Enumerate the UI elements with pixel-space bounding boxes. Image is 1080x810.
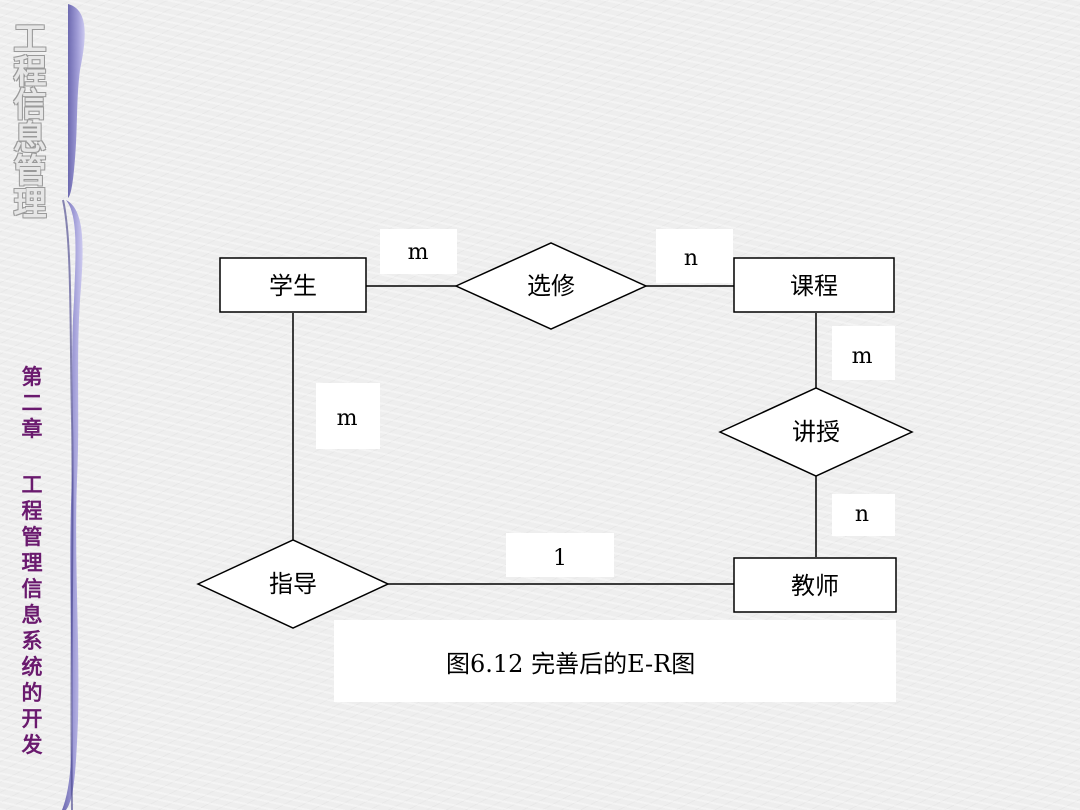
- relationship-advise-label: 指导: [269, 570, 317, 598]
- chapter-char: 系: [21, 628, 43, 653]
- cardinality-student-advise: m: [337, 406, 358, 431]
- title-char: 理: [13, 184, 47, 223]
- title-char: 工: [13, 19, 47, 58]
- card-bg: [316, 383, 380, 449]
- chapter-char: 章: [21, 416, 43, 441]
- relationship-teach: 讲授: [718, 387, 914, 477]
- card-bg: [832, 494, 895, 536]
- chapter-char: 理: [21, 550, 43, 575]
- entity-student: 学生: [219, 257, 367, 313]
- chapter-char: 第: [21, 364, 43, 389]
- title-char: 信: [13, 85, 47, 124]
- title-char: 程: [13, 52, 47, 91]
- sidebar-bar: [62, 4, 85, 810]
- relationship-advise: 指导: [196, 539, 390, 629]
- chapter-char: 管: [21, 524, 43, 549]
- entity-teacher: 教师: [733, 557, 897, 613]
- title-char: 息: [13, 118, 47, 157]
- chapter-char: 发: [21, 732, 43, 757]
- course-title-vertical: 工 程 信 息 管 理: [10, 22, 50, 220]
- title-char: 管: [13, 151, 47, 190]
- cardinality-enroll-course: n: [684, 246, 698, 271]
- chapter-title-vertical: 第 二 章 工 程 管 理 信 息 系 统 的 开 发: [12, 366, 52, 760]
- chapter-char: 程: [21, 498, 43, 523]
- chapter-char: 开: [21, 706, 43, 731]
- chapter-char: 二: [21, 390, 43, 415]
- cardinality-teach-teacher: n: [855, 502, 869, 527]
- card-bg: [380, 229, 457, 274]
- chapter-char: 信: [21, 576, 43, 601]
- chapter-char: 统: [21, 654, 43, 679]
- card-bg: [656, 229, 733, 283]
- chapter-char: 工: [21, 472, 43, 497]
- chapter-char: 的: [21, 680, 43, 705]
- sidebar: 工 程 信 息 管 理 第 二 章 工 程 管 理 信 息 系 统 的 开 发: [0, 0, 110, 810]
- card-bg: [832, 326, 895, 380]
- card-bg: [506, 533, 614, 577]
- entity-teacher-label: 教师: [791, 572, 839, 600]
- entity-course: 课程: [733, 257, 895, 313]
- chapter-char: 息: [21, 602, 43, 627]
- entity-student-label: 学生: [269, 272, 317, 300]
- relationship-teach-label: 讲授: [792, 418, 840, 446]
- cardinality-student-enroll: m: [408, 240, 429, 265]
- figure-caption: 图6.12 完善后的E-R图: [446, 650, 696, 678]
- relationship-enroll-label: 选修: [527, 272, 575, 300]
- relationship-enroll: 选修: [454, 242, 648, 330]
- caption-box: 图6.12 完善后的E-R图: [334, 620, 896, 702]
- entity-course-label: 课程: [790, 272, 838, 300]
- cardinality-advise-teacher: 1: [553, 546, 567, 571]
- cardinality-course-teach: m: [852, 344, 873, 369]
